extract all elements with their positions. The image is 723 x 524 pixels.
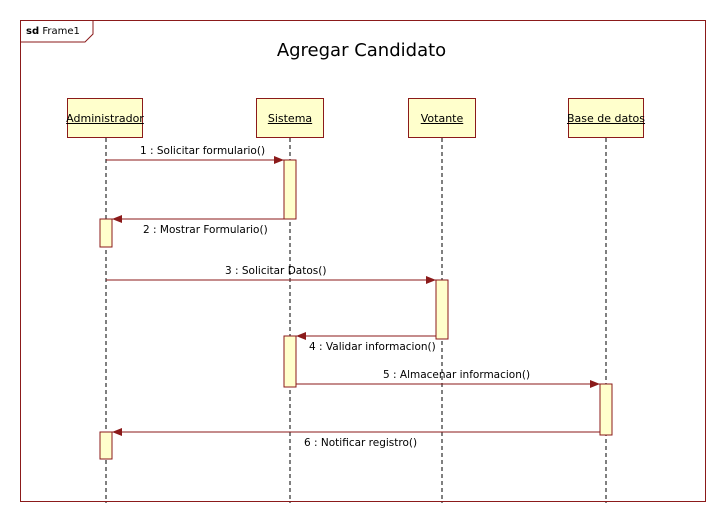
activation-votante-1 bbox=[435, 279, 449, 340]
lifeline-votante: Votante bbox=[408, 98, 476, 138]
message-label-2: 2 : Mostrar Formulario() bbox=[143, 224, 268, 236]
lifeline-base-de-datos: Base de datos bbox=[566, 98, 646, 138]
lifeline-administrador: Administrador bbox=[66, 98, 144, 138]
activation-base-de-datos-1 bbox=[599, 383, 613, 436]
lifeline-sistema-label: Sistema bbox=[267, 111, 313, 125]
message-label-4: 4 : Validar informacion() bbox=[309, 341, 436, 353]
lifeline-sistema: Sistema bbox=[256, 98, 324, 138]
activation-sistema-2 bbox=[283, 335, 297, 388]
lifeline-votante-label: Votante bbox=[420, 111, 464, 125]
message-label-6: 6 : Notificar registro() bbox=[304, 437, 418, 449]
frame-kind: sd bbox=[26, 26, 40, 37]
frame-name: Frame1 bbox=[42, 26, 80, 37]
message-label-1: 1 : Solicitar formulario() bbox=[140, 145, 266, 157]
diagram-frame: sd Frame1 bbox=[20, 20, 706, 502]
frame-tag-label: sd Frame1 bbox=[26, 26, 80, 37]
activation-administrador-1 bbox=[99, 218, 113, 248]
activation-sistema-1 bbox=[283, 159, 297, 220]
lifeline-administrador-label: Administrador bbox=[66, 111, 144, 125]
frame-tag bbox=[21, 21, 94, 43]
lifeline-base-de-datos-label: Base de datos bbox=[566, 111, 646, 125]
message-label-5: 5 : Almacenar informacion() bbox=[383, 369, 531, 381]
message-label-3: 3 : Solicitar Datos() bbox=[225, 265, 327, 277]
activation-administrador-2 bbox=[99, 431, 113, 460]
diagram-title: Agregar Candidato bbox=[276, 40, 447, 61]
